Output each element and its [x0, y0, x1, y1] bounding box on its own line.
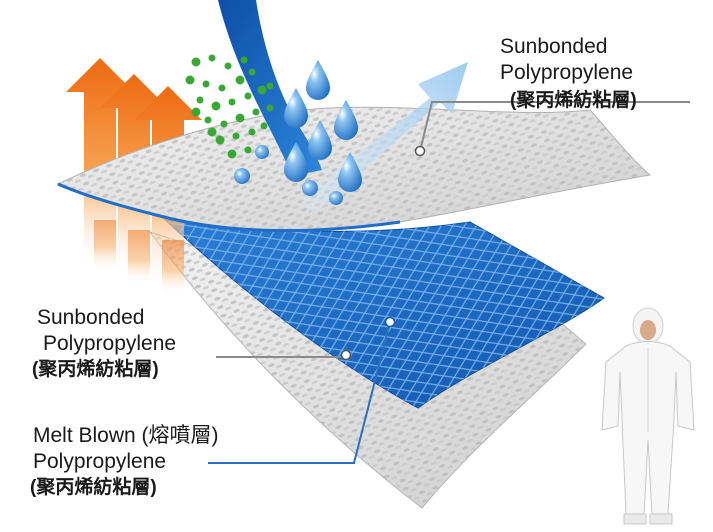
particle-dot: [208, 54, 216, 62]
label-middle-spunbond: Sunbonded Polypropylene (聚丙烯紡粘層): [32, 305, 177, 381]
label-middle-line3: (聚丙烯紡粘層): [32, 358, 159, 380]
water-drops: [234, 60, 362, 205]
particle-dot: [235, 113, 245, 123]
particle-dot: [202, 80, 210, 88]
water-drop-icon: [306, 60, 330, 100]
particle-dot: [248, 68, 256, 76]
label-bottom-line2: Polypropylene: [33, 450, 167, 474]
particle-dot: [204, 116, 212, 124]
particle-dot: [196, 96, 204, 104]
particle-dot: [191, 57, 201, 67]
water-drop-icon: [334, 100, 358, 140]
water-drop-icon: [308, 120, 332, 160]
particle-dot: [220, 120, 228, 128]
label-top-line3: (聚丙烯紡粘層): [510, 89, 637, 111]
leader-line-top: [419, 101, 690, 152]
heat-arrow-1-icon: [66, 58, 134, 270]
water-bead-icon: [302, 180, 318, 196]
particle-dot: [232, 132, 240, 140]
particle-dot: [215, 135, 225, 145]
particle-dot: [211, 101, 221, 111]
pointer-dot-bottom: [384, 316, 396, 328]
label-middle-line2: Polypropylene: [43, 332, 177, 356]
particle-dot: [191, 107, 201, 117]
particles: [185, 54, 274, 159]
label-top-line2: Polypropylene: [500, 61, 634, 85]
particle-dot: [227, 149, 237, 159]
protective-suit-figure: [601, 307, 695, 525]
label-bottom-line3: (聚丙烯紡粘層): [30, 476, 157, 498]
particle-dot: [257, 85, 267, 95]
particle-dot: [240, 56, 248, 64]
label-top-line1: Sunbonded: [500, 35, 608, 58]
label-bottom-line1: Melt Blown (熔噴層): [33, 424, 219, 447]
heat-arrow-tails: [94, 220, 184, 295]
label-top-spunbond: Sunbonded Polypropylene (聚丙烯紡粘層): [500, 34, 637, 112]
particle-dot: [228, 98, 236, 106]
particle-dot: [244, 92, 252, 100]
particle-dot: [218, 84, 226, 92]
pointer-dot-top: [414, 145, 426, 157]
water-bead-icon: [234, 168, 250, 184]
particle-dot: [235, 75, 245, 85]
particle-dot: [224, 62, 232, 70]
water-bead-icon: [255, 145, 269, 159]
label-middle-line1: Sunbonded: [37, 306, 145, 329]
particle-dot: [252, 108, 260, 116]
pointer-dot-middle: [340, 349, 352, 361]
water-bead-icon: [329, 191, 343, 205]
particle-dot: [207, 127, 217, 137]
leader-lines: [208, 101, 690, 464]
water-drop-icon: [338, 152, 362, 192]
particle-dot: [266, 82, 274, 90]
particle-dot: [248, 128, 256, 136]
leader-line-bottom: [208, 321, 391, 464]
water-drop-icon: [284, 142, 308, 182]
water-drop-icon: [284, 88, 308, 128]
particle-dot: [244, 146, 252, 154]
particle-dot: [260, 122, 268, 130]
particle-dot: [185, 75, 195, 85]
label-bottom-meltblown: Melt Blown (熔噴層) Polypropylene (聚丙烯紡粘層): [30, 423, 219, 499]
particle-dot: [266, 104, 274, 112]
